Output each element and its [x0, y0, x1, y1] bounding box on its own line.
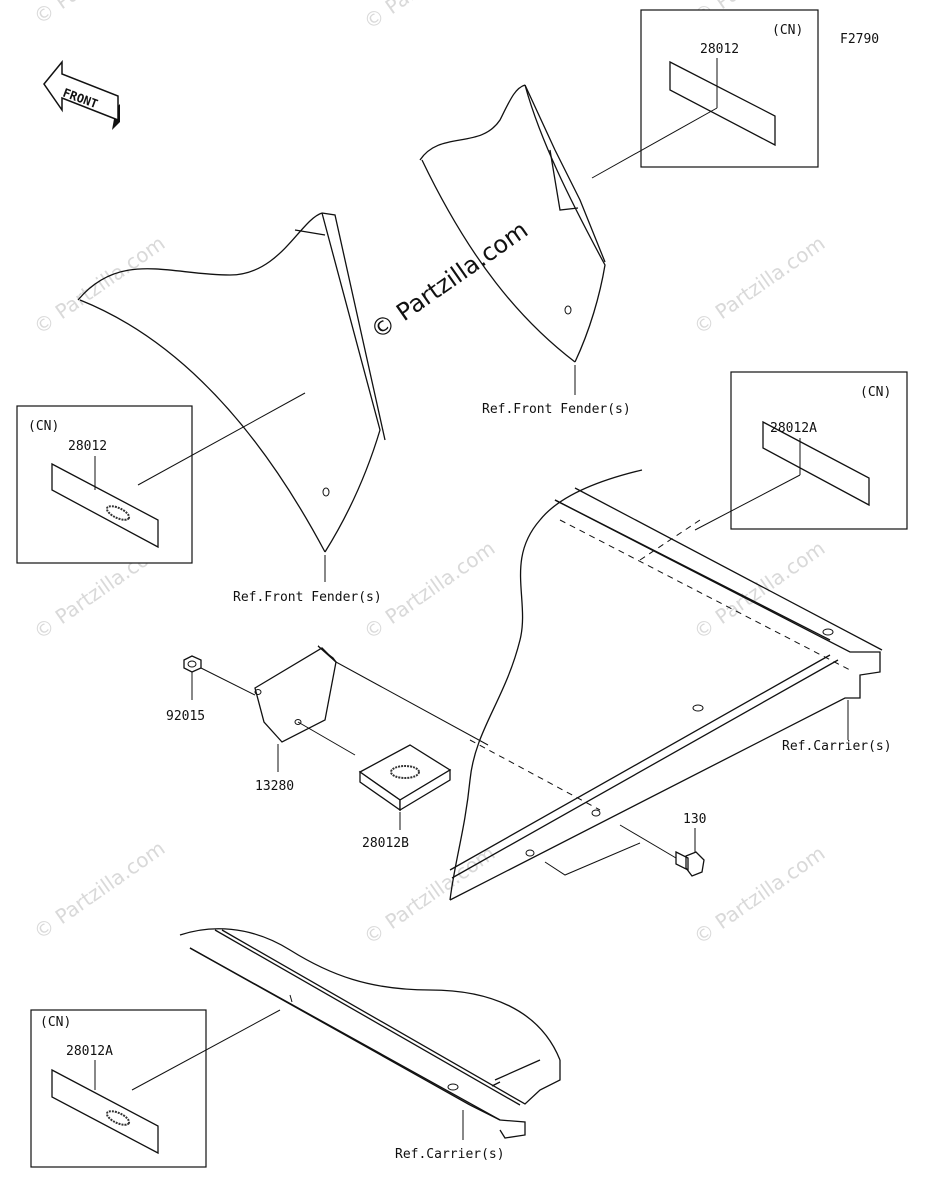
- carrier-right: [449, 469, 883, 901]
- label-callout-mid-right-part: 28012A: [770, 421, 817, 436]
- logo-icon: [105, 505, 131, 521]
- label-callout-top-right: (CN) 28012: [591, 9, 819, 179]
- bolt-part-number: 130: [683, 812, 706, 827]
- watermark-10: © Partzilla.com: [359, 841, 499, 949]
- label-callout-mid-right-region: (CN): [860, 385, 891, 400]
- watermark-5: © Partzilla.com: [689, 231, 829, 339]
- nut-icon: [183, 655, 256, 700]
- label-callout-left: (CN) 28012: [16, 392, 306, 564]
- reflector-part-number: 28012B: [362, 836, 409, 851]
- front-arrow-icon: FRONT: [43, 59, 120, 130]
- figure-id: F2790: [840, 32, 879, 47]
- bracket-part-number: 13280: [255, 779, 294, 794]
- label-callout-left-region: (CN): [28, 419, 59, 434]
- label-callout-top-right-region: (CN): [772, 23, 803, 38]
- watermark-1: © Partzilla.com: [29, 0, 169, 29]
- label-callout-top-right-part: 28012: [700, 42, 739, 57]
- watermark-11: © Partzilla.com: [689, 841, 829, 949]
- label-callout-bottom-left: (CN) 28012A: [30, 1009, 281, 1168]
- reflector-icon: [358, 744, 452, 830]
- carrier-bottom: [179, 928, 561, 1140]
- ref-front-fender-top: Ref.Front Fender(s): [482, 402, 631, 417]
- ref-carrier-bottom: Ref.Carrier(s): [395, 1147, 505, 1162]
- watermark-4: © Partzilla.com: [29, 231, 169, 339]
- watermark-8: © Partzilla.com: [689, 536, 829, 644]
- label-callout-left-part: 28012: [68, 439, 107, 454]
- front-fender-top: [419, 84, 606, 395]
- label-callout-bottom-left-region: (CN): [40, 1015, 71, 1030]
- front-fender-left: [77, 212, 386, 582]
- ref-carrier-right: Ref.Carrier(s): [782, 739, 892, 754]
- bracket-icon: [254, 645, 489, 772]
- ref-front-fender-left: Ref.Front Fender(s): [233, 590, 382, 605]
- label-callout-mid-right: (CN) 28012A: [694, 371, 908, 531]
- bolt-icon: [619, 824, 705, 877]
- watermark-2: © Partzilla.com: [359, 0, 499, 34]
- label-callout-bottom-left-part: 28012A: [66, 1044, 113, 1059]
- watermark-main: © Partzilla.com: [365, 216, 533, 345]
- watermark-9: © Partzilla.com: [29, 836, 169, 944]
- nut-part-number: 92015: [166, 709, 205, 724]
- logo-icon-bottom: [105, 1110, 131, 1126]
